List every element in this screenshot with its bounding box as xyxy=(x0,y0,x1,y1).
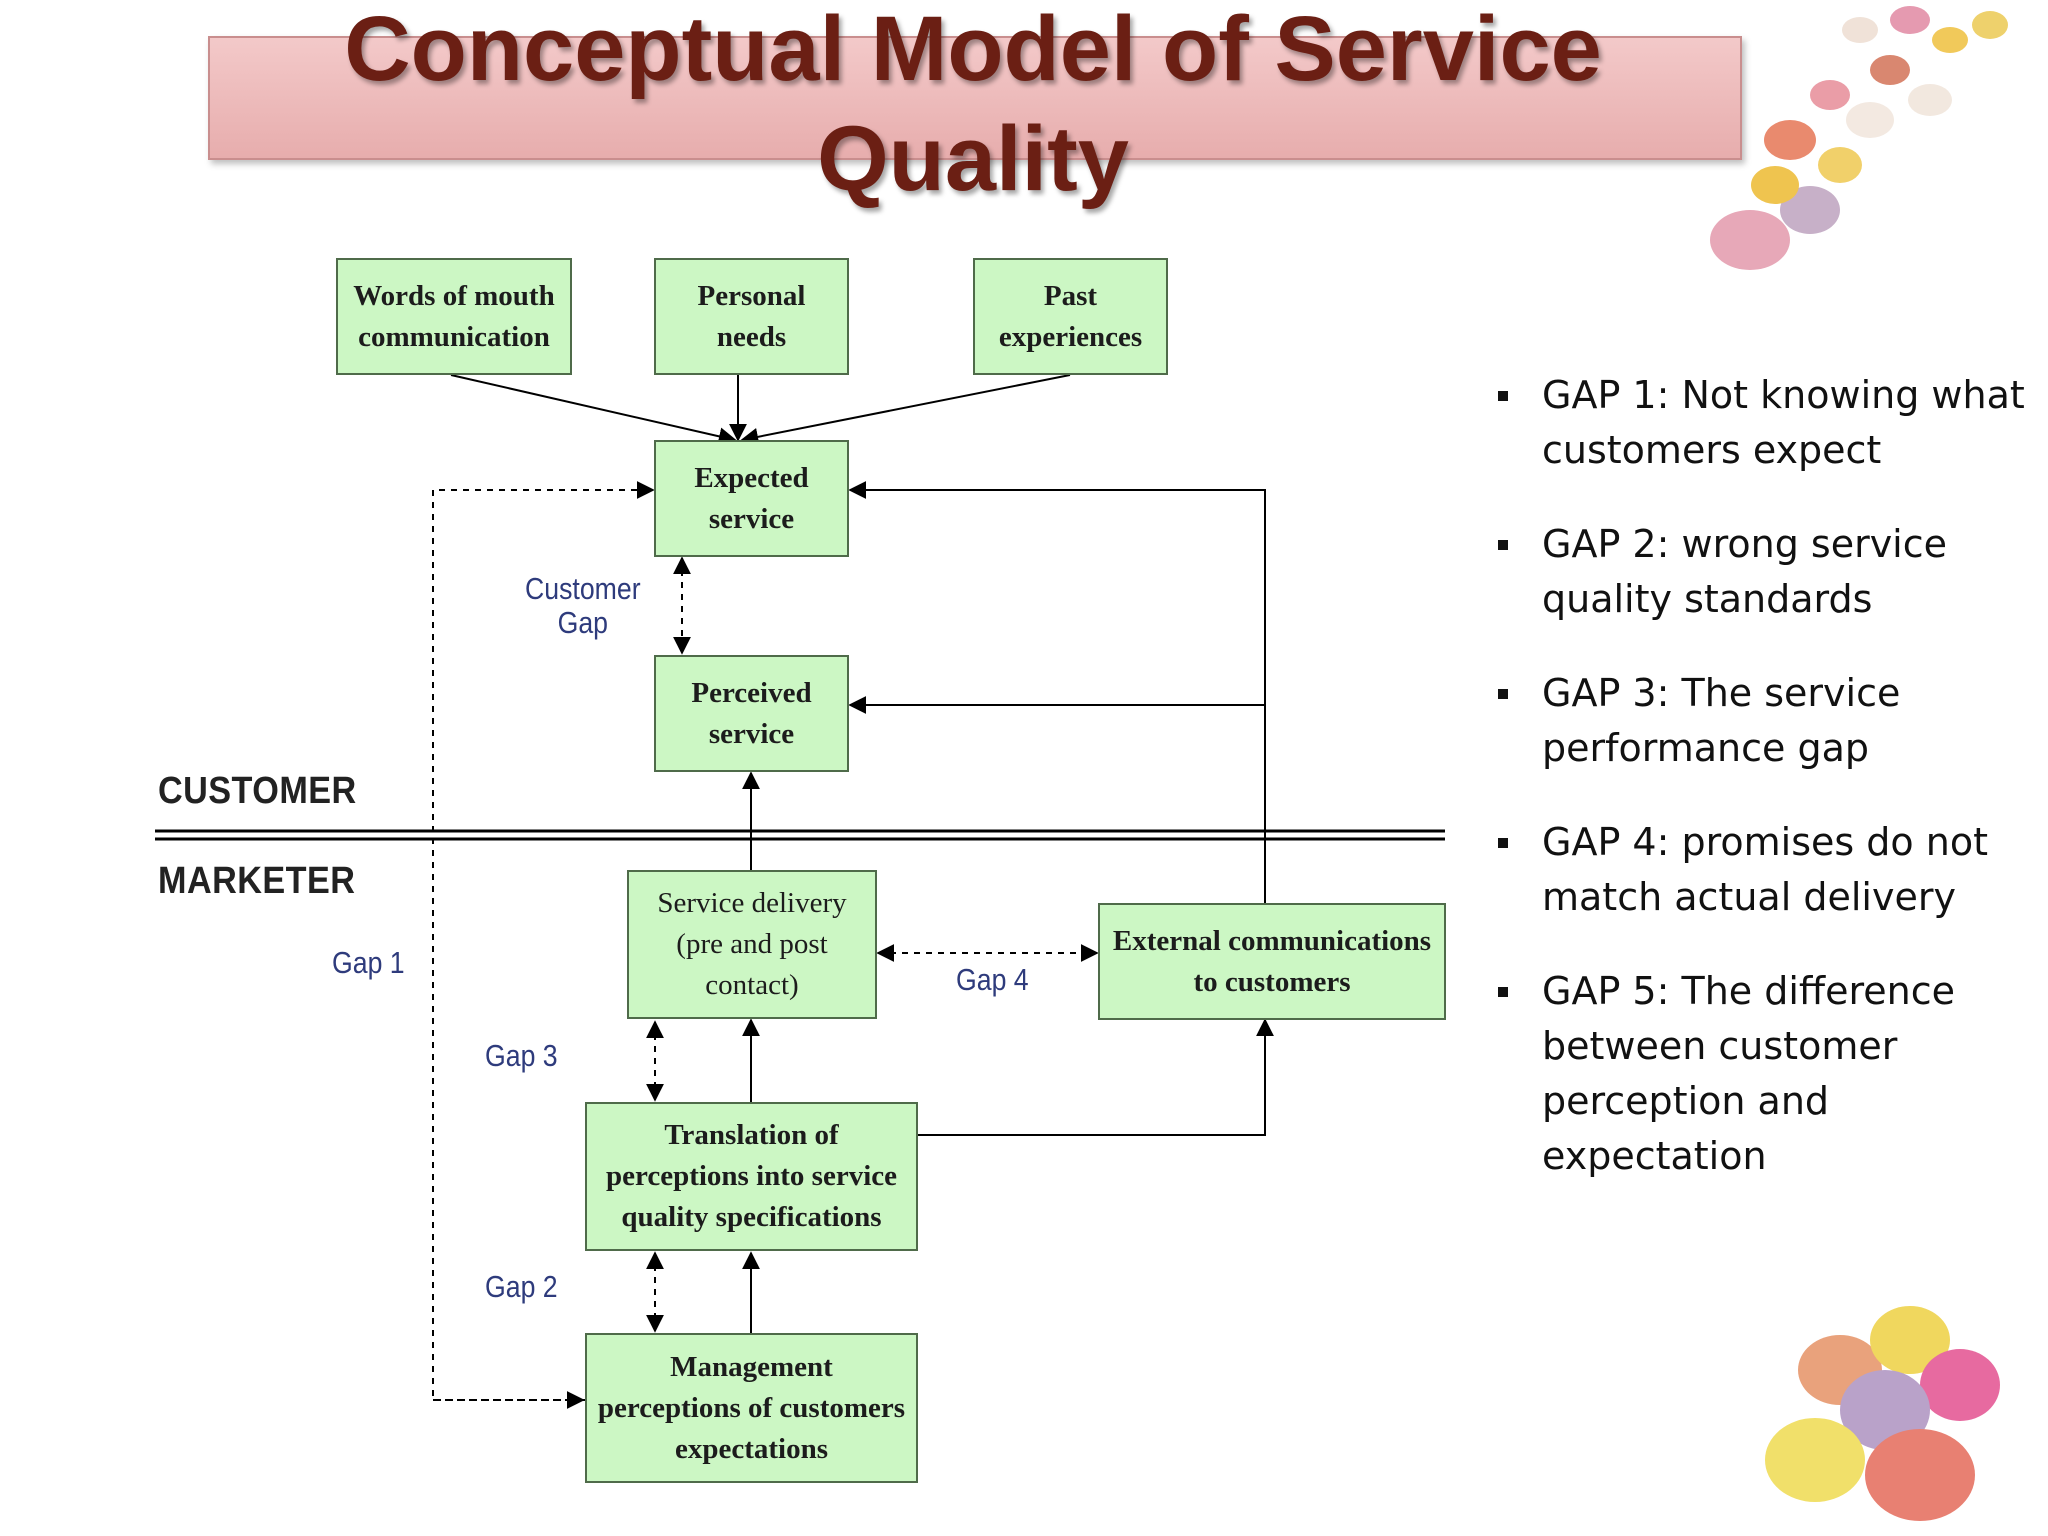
node-perceived-service: Perceived service xyxy=(654,655,849,772)
arrow-past-to-expected xyxy=(740,374,1071,446)
label-gap1: Gap 1 xyxy=(332,945,405,980)
page-title: Conceptual Model of Service Quality xyxy=(344,0,1602,210)
list-item: GAP 3: The service performance gap xyxy=(1488,666,2028,776)
title-banner xyxy=(208,36,1742,160)
node-words-of-mouth: Words of mouth communication xyxy=(336,258,572,375)
bullet-icon xyxy=(1498,391,1508,401)
arrow-external-to-expected xyxy=(848,481,1266,903)
label-gap3: Gap 3 xyxy=(485,1038,558,1073)
node-expected-service: Expected service xyxy=(654,440,849,557)
bullet-icon xyxy=(1498,689,1508,699)
label-gap2: Gap 2 xyxy=(485,1269,558,1304)
bullet-icon xyxy=(1498,987,1508,997)
node-past-experiences: Past experiences xyxy=(973,258,1168,375)
list-item: GAP 2: wrong service quality standards xyxy=(1488,517,2028,627)
gap-descriptions-list: GAP 1: Not knowing what customers expect… xyxy=(1488,368,2028,1223)
list-item: GAP 4: promises do not match actual deli… xyxy=(1488,815,2028,925)
bullet-icon xyxy=(1498,838,1508,848)
gap5-description: GAP 5: The difference between customer p… xyxy=(1542,969,1956,1178)
gap1-description: GAP 1: Not knowing what customers expect xyxy=(1542,373,2025,472)
list-item: GAP 5: The difference between customer p… xyxy=(1488,964,2028,1184)
gap4-description: GAP 4: promises do not match actual deli… xyxy=(1542,820,1988,919)
node-external-communications: External communications to customers xyxy=(1098,903,1446,1020)
node-translation: Translation of perceptions into service … xyxy=(585,1102,918,1251)
label-gap4: Gap 4 xyxy=(956,962,1029,997)
region-label-marketer: MARKETER xyxy=(158,860,356,902)
node-personal-needs: Personal needs xyxy=(654,258,849,375)
bullet-icon xyxy=(1498,540,1508,550)
arrow-translation-to-external xyxy=(918,1018,1274,1136)
list-item: GAP 1: Not knowing what customers expect xyxy=(1488,368,2028,478)
region-label-customer: CUSTOMER xyxy=(158,770,357,812)
gap2-description: GAP 2: wrong service quality standards xyxy=(1542,522,1948,621)
arrow-words-to-expected xyxy=(450,374,737,446)
label-customer-gap: Customer Gap xyxy=(525,571,641,640)
candy-eggs-bottom-image xyxy=(1765,1306,2000,1521)
node-service-delivery: Service delivery (pre and post contact) xyxy=(627,870,877,1019)
candy-eggs-top-image xyxy=(1710,6,2008,270)
gap3-description: GAP 3: The service performance gap xyxy=(1542,671,1901,770)
node-management-perceptions: Management perceptions of customers expe… xyxy=(585,1333,918,1483)
